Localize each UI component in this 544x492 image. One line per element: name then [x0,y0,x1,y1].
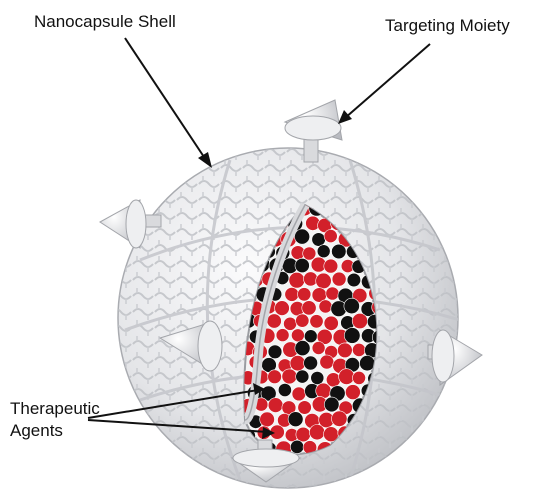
agent-particle-black [317,245,330,258]
agent-particle-red [292,387,306,401]
agent-particle-red [345,385,360,400]
agent-particle-red [275,301,290,316]
agent-particle-red [267,314,281,328]
therapeutic-agents-label-line1: Therapeutic [10,398,100,420]
agent-particle-red [298,288,311,301]
agent-particle-black [295,229,310,244]
agent-particle-black [311,371,324,384]
agent-particle-black [278,383,291,396]
agent-particle-red [296,314,309,327]
agent-particle-black [295,341,310,356]
agent-particle-red [302,301,316,315]
agent-particle-red [324,316,338,330]
agent-particle-black [324,397,339,412]
agent-particle-red [276,329,289,342]
agent-particle-red [352,343,365,356]
agent-particle-black [304,356,318,370]
agent-particle-red [284,317,297,330]
agent-particle-black [344,328,360,344]
targeting-pointer-arrow [338,44,430,124]
agent-particle-red [285,287,299,301]
agent-particle-black [312,233,326,247]
shell-pointer-arrow [125,38,212,168]
agent-particle-black [268,345,282,359]
agent-particle-red [324,259,338,273]
agent-particle-red [320,355,334,369]
therapeutic-agents-label: Therapeutic Agents [10,398,100,442]
agent-particle-red [324,230,337,243]
agent-particle-red [296,427,311,442]
agent-particle-red [332,272,346,286]
agent-particle-red [316,383,331,398]
agent-particle-red [309,425,324,440]
agent-particle-black [295,258,309,272]
agent-particle-red [352,371,365,384]
agent-particle-black [290,440,303,453]
agent-particle-red [326,287,339,300]
targeting-moiety-label: Targeting Moiety [385,16,510,36]
agent-particle-red [319,300,332,313]
agent-particle-red [312,342,325,355]
agent-particle-red [316,273,332,289]
agent-particle-red [289,272,305,288]
agent-particle-black [344,298,360,314]
agent-particle-red [338,343,353,358]
agent-particle-red [352,313,367,328]
agent-particle-red [304,272,318,286]
agent-particle-red [268,398,283,413]
agent-particle-black [296,370,309,383]
agent-particle-red [332,411,348,427]
therapeutic-agents-label-line2: Agents [10,420,100,442]
agent-particle-red [268,370,282,384]
agent-particle-red [290,356,305,371]
agent-particle-red [303,247,316,260]
agent-particle-black [304,330,317,343]
agent-particle-red [310,315,323,328]
agent-particle-red [282,369,297,384]
nanocapsule-shell-label: Nanocapsule Shell [34,12,176,32]
agent-particle-red [291,329,304,342]
agent-particle-red [298,401,312,415]
agent-particle-black [288,412,303,427]
agent-particle-red [260,412,275,427]
agent-particle-black [332,244,347,259]
agent-particle-black [347,273,361,287]
agent-particle-red [339,369,355,385]
